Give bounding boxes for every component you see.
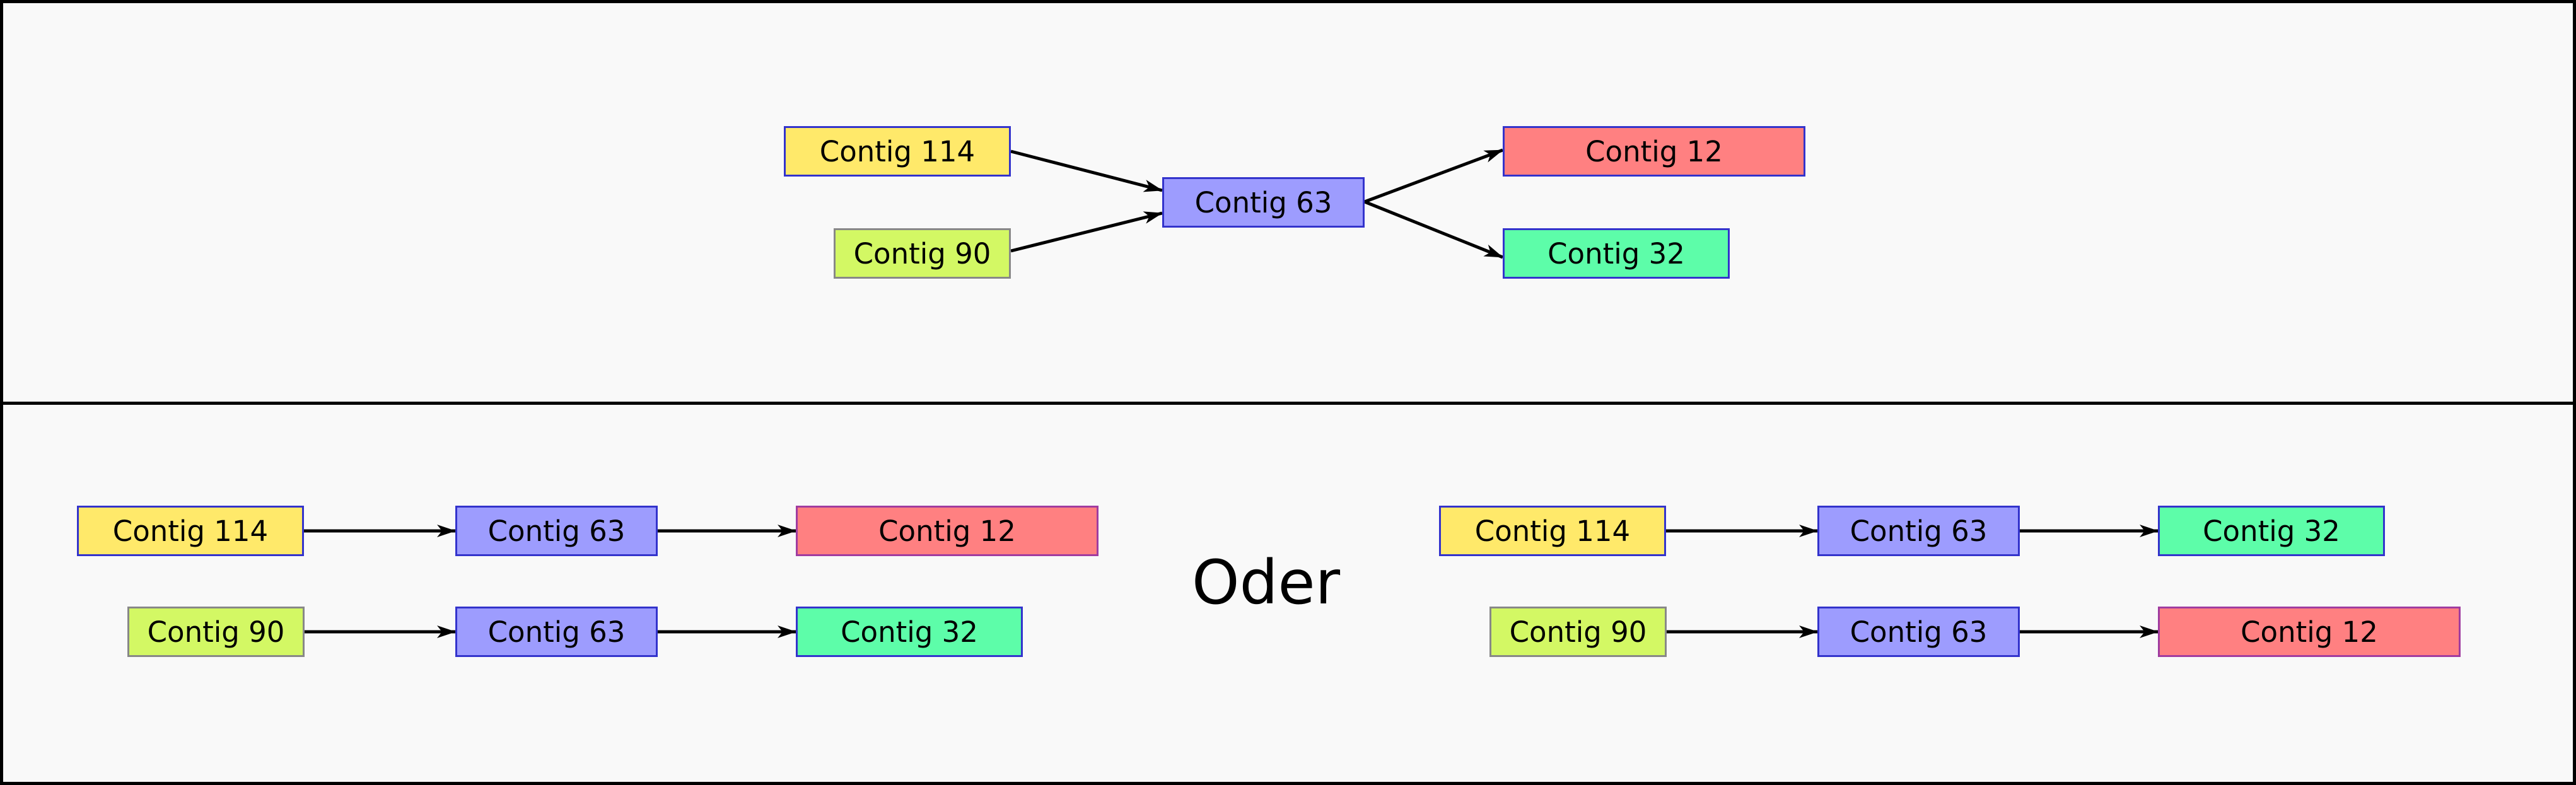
top-node-contig-90: Contig 90 <box>834 228 1011 279</box>
right-chain2-contig-12: Contig 12 <box>2158 607 2461 657</box>
right-chain2-contig-90: Contig 90 <box>1489 607 1667 657</box>
top-node-contig-32: Contig 32 <box>1503 228 1730 279</box>
edge-114-to-63-arrow <box>1010 149 1163 192</box>
right-chain1-contig-114: Contig 114 <box>1439 506 1666 556</box>
edge-63-to-12-arrow <box>1364 148 1503 204</box>
bottom-panel <box>0 402 2576 785</box>
top-node-contig-114: Contig 114 <box>784 126 1011 177</box>
right-chain1-contig-32: Contig 32 <box>2158 506 2385 556</box>
right-chain1-contig-63: Contig 63 <box>1817 506 2020 556</box>
separator-word: Oder <box>1192 547 1341 618</box>
left-chain2-contig-90: Contig 90 <box>127 607 305 657</box>
edge-90-to-63-arrow <box>1010 211 1163 253</box>
right-chain2-contig-63: Contig 63 <box>1817 607 2020 657</box>
left-chain2-contig-63: Contig 63 <box>455 607 658 657</box>
edge-63-to-32-arrow <box>1364 200 1503 259</box>
left-chain1-contig-114: Contig 114 <box>77 506 304 556</box>
top-node-contig-63: Contig 63 <box>1162 177 1365 228</box>
left-chain2-contig-32: Contig 32 <box>796 607 1023 657</box>
left-chain1-contig-63: Contig 63 <box>455 506 658 556</box>
left-chain1-contig-12: Contig 12 <box>796 506 1099 556</box>
top-node-contig-12: Contig 12 <box>1503 126 1805 177</box>
